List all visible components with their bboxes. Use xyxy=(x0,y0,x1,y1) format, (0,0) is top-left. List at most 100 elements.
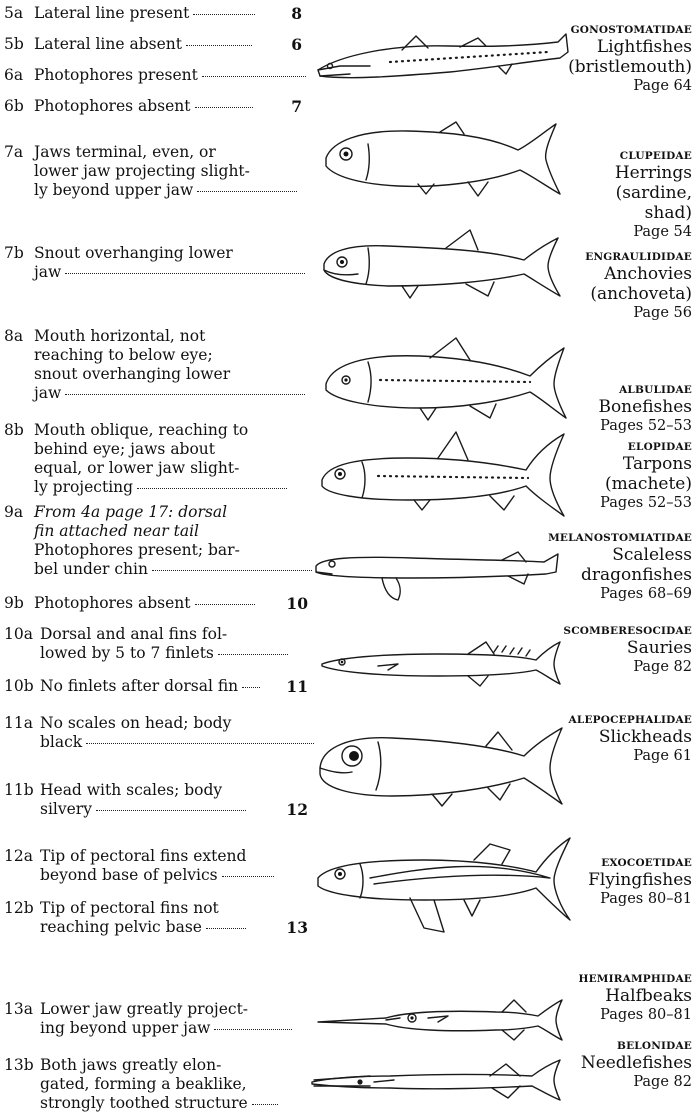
entry-italic-text: fin attached near tail xyxy=(34,522,334,541)
entry-text: lowed by 5 to 7 finlets xyxy=(40,644,214,662)
dragonfish-illustration xyxy=(312,544,562,608)
entry-number: 5a xyxy=(4,4,23,23)
entry-text: Both jaws greatly elon- xyxy=(40,1056,324,1075)
bristlemouth-illustration xyxy=(310,22,572,92)
entry-number: 9a xyxy=(4,503,23,522)
needlefish-illustration xyxy=(310,1046,566,1110)
leader-dots xyxy=(65,394,305,395)
key-entry-9a: 9a From 4a page 17: dorsal fin attached … xyxy=(4,503,334,579)
leader-dots xyxy=(252,1104,278,1105)
common-name: shad) xyxy=(502,203,692,223)
entry-text: gated, forming a beaklike, xyxy=(40,1075,324,1094)
entry-text: Lower jaw greatly project- xyxy=(40,1000,324,1019)
key-entry-8b: 8b Mouth oblique, reaching to behind eye… xyxy=(4,421,324,497)
key-entry-5a: 5a Lateral line present 8 xyxy=(4,4,304,23)
entry-text: ing beyond upper jaw xyxy=(40,1019,210,1037)
entry-number: 13a xyxy=(4,1000,33,1019)
slickhead-illustration xyxy=(312,716,568,814)
entry-target: 7 xyxy=(291,97,302,116)
anchovy-illustration xyxy=(318,226,566,304)
entry-number: 9b xyxy=(4,594,24,613)
entry-number: 8b xyxy=(4,421,24,440)
entry-target: 12 xyxy=(286,800,308,819)
entry-text: Lateral line present xyxy=(34,4,189,22)
entry-number: 6a xyxy=(4,66,23,85)
entry-text: Photophores absent xyxy=(34,97,191,115)
leader-dots xyxy=(202,76,306,77)
leader-dots xyxy=(206,928,246,929)
entry-text: Lateral line absent xyxy=(34,35,182,53)
leader-dots xyxy=(195,604,255,605)
family-name: HEMIRAMPHIDAE xyxy=(502,973,692,986)
entry-text: beyond base of pelvics xyxy=(40,866,218,884)
entry-number: 6b xyxy=(4,97,24,116)
entry-target: 6 xyxy=(291,35,302,54)
page-ref: Page 56 xyxy=(502,304,692,323)
leader-dots xyxy=(152,570,312,571)
entry-text: jaw xyxy=(34,384,61,402)
herring-illustration xyxy=(318,122,566,202)
entry-target: 11 xyxy=(286,677,308,696)
entry-number: 5b xyxy=(4,35,24,54)
leader-dots xyxy=(242,687,260,688)
key-entry-7b: 7b Snout overhanging lower jaw xyxy=(4,244,319,282)
key-entry-10b: 10a 10b No finlets after dorsal fin 11 xyxy=(4,677,304,696)
key-entry-12b: 12b Tip of pectoral fins not reaching pe… xyxy=(4,899,304,937)
entry-number: 13b xyxy=(4,1056,34,1075)
key-entry-7a: 7a Jaws terminal, even, or lower jaw pro… xyxy=(4,143,319,200)
entry-text: Photophores absent xyxy=(34,594,191,612)
key-entry-12a: 12a Tip of pectoral fins extend beyond b… xyxy=(4,847,324,885)
entry-text: Head with scales; body xyxy=(40,781,304,800)
tarpon-illustration xyxy=(318,414,568,522)
entry-target: 8 xyxy=(291,4,302,23)
entry-text: Photophores present xyxy=(34,66,198,84)
entry-italic-text: From 4a page 17: dorsal xyxy=(34,503,334,522)
entry-text: snout overhanging lower xyxy=(34,365,322,384)
entry-text: equal, or lower jaw slight- xyxy=(34,459,324,478)
key-entry-10a: 10a Dorsal and anal fins fol- lowed by 5… xyxy=(4,625,324,663)
key-entry-6a: 6a Photophores present xyxy=(4,66,324,85)
entry-text: reaching to below eye; xyxy=(34,346,322,365)
entry-text: Jaws terminal, even, or xyxy=(34,143,319,162)
entry-text: bel under chin xyxy=(34,560,148,578)
entry-text: ly projecting xyxy=(34,478,133,496)
entry-text: Snout overhanging lower xyxy=(34,244,319,263)
entry-text: reaching pelvic base xyxy=(40,918,202,936)
entry-number: 7b xyxy=(4,244,24,263)
entry-text: Tip of pectoral fins extend xyxy=(40,847,324,866)
entry-text: behind eye; jaws about xyxy=(34,440,324,459)
saury-illustration xyxy=(318,634,566,692)
leader-dots xyxy=(86,743,314,744)
leader-dots xyxy=(193,14,255,15)
entry-text: Photophores present; bar- xyxy=(34,541,334,560)
key-entry-5b: 5b Lateral line absent 6 xyxy=(4,35,304,54)
key-entry-13b: 13b Both jaws greatly elon- gated, formi… xyxy=(4,1056,324,1113)
leader-dots xyxy=(186,45,252,46)
halfbeak-illustration xyxy=(316,988,568,1046)
entry-text: black xyxy=(40,733,82,751)
key-entry-11a: 11a No scales on head; body black xyxy=(4,714,324,752)
key-entry-8a: 8a Mouth horizontal, not reaching to bel… xyxy=(4,327,322,403)
leader-dots xyxy=(222,876,274,877)
leader-dots xyxy=(214,1029,292,1030)
bonefish-illustration xyxy=(320,336,570,424)
entry-number: 12b xyxy=(4,899,34,918)
entry-text: Mouth horizontal, not xyxy=(34,327,322,346)
entry-text: No scales on head; body xyxy=(40,714,324,733)
entry-text: lower jaw projecting slight- xyxy=(34,162,319,181)
entry-text: strongly toothed structure xyxy=(40,1094,248,1112)
key-entry-6b: 6b Photophores absent 7 xyxy=(4,97,304,116)
entry-target: 10 xyxy=(286,594,308,613)
flyingfish-illustration xyxy=(314,828,574,940)
entry-text: Mouth oblique, reaching to xyxy=(34,421,324,440)
leader-dots xyxy=(96,810,246,811)
entry-number: 7a xyxy=(4,143,23,162)
entry-text: silvery xyxy=(40,800,92,818)
key-entry-13a: 13a Lower jaw greatly project- ing beyon… xyxy=(4,1000,324,1038)
entry-number: 8a xyxy=(4,327,23,346)
entry-text: ly beyond upper jaw xyxy=(34,181,193,199)
entry-number: 10a xyxy=(4,625,33,644)
leader-dots xyxy=(65,273,305,274)
leader-dots xyxy=(195,107,253,108)
entry-number: 10b xyxy=(4,677,34,696)
